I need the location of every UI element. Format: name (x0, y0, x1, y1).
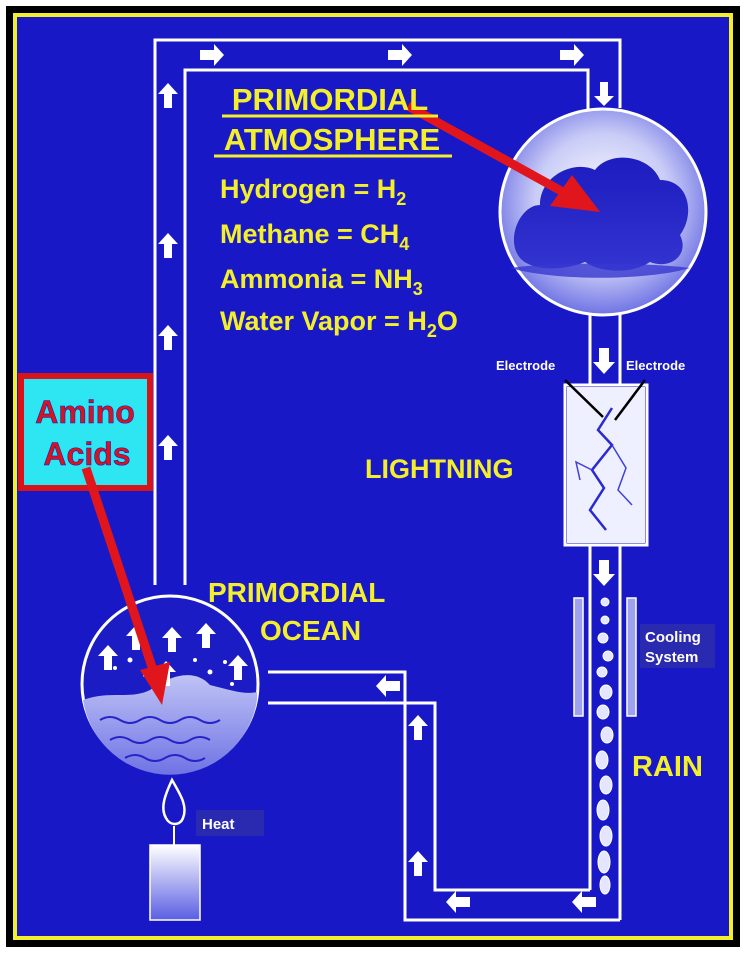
arrow-down-icon (593, 348, 615, 374)
arrow-up-icon (98, 645, 118, 670)
electrode-chamber (563, 383, 649, 547)
red-arrows (81, 102, 600, 705)
candle-body (149, 844, 201, 921)
arrow-up-icon (408, 715, 428, 740)
arrow-up-icon (228, 655, 248, 680)
heat-label-bg (196, 810, 264, 836)
amino-label-line1: Amino (35, 394, 135, 430)
arrow-up-icon (196, 623, 216, 648)
arrow-right-icon (388, 44, 412, 66)
atmosphere-pointer (405, 102, 566, 196)
cooling-jackets (573, 597, 637, 717)
top-tube-outer (153, 38, 622, 585)
arrow-down-icon (593, 560, 615, 586)
arrow-up-icon (158, 435, 178, 460)
atmosphere-title-line2: ATMOSPHERE (224, 122, 440, 157)
gas-water-vapor: Water Vapor = H2O (220, 306, 458, 341)
amino-label-line2: Acids (43, 436, 130, 472)
arrow-down-icon (594, 82, 614, 106)
rain-droplets (595, 597, 614, 895)
ocean-flask (80, 594, 260, 775)
arrow-up-icon (158, 233, 178, 258)
candle (149, 777, 201, 921)
cooling-label-line1: Cooling (645, 629, 701, 646)
electrode-internals (567, 387, 645, 543)
electrode-right-label: Electrode (626, 358, 685, 373)
arrow-left-icon (572, 891, 596, 913)
rain-label: RAIN (632, 751, 703, 783)
atmosphere-title-line1: PRIMORDIAL (232, 82, 428, 117)
heat-label: Heat (202, 816, 235, 833)
top-tube-inner (183, 68, 590, 585)
atmosphere-title: PRIMORDIAL ATMOSPHERE (214, 82, 452, 158)
arrow-left-icon (376, 675, 400, 697)
arrow-left-icon (446, 891, 470, 913)
gas-list: Hydrogen = H2 Methane = CH4 Ammonia = NH… (220, 174, 458, 341)
cooling-label-line2: System (645, 649, 698, 666)
arrow-up-icon (408, 851, 428, 876)
gas-ammonia: Ammonia = NH3 (220, 264, 423, 299)
arrow-right-icon (560, 44, 584, 66)
tubing (153, 38, 649, 922)
ocean-label-line2: OCEAN (260, 615, 361, 646)
electrode-wires (564, 379, 646, 421)
arrowhead-icon (550, 175, 600, 212)
arrowhead-icon (140, 662, 170, 705)
arrow-up-icon (158, 325, 178, 350)
cooling-label-bg (640, 624, 715, 668)
gas-methane: Methane = CH4 (220, 219, 409, 254)
flow-arrows (158, 44, 615, 913)
return-inner (268, 701, 590, 892)
amino-pointer (81, 466, 158, 672)
amino-box (24, 379, 147, 485)
gas-hydrogen: Hydrogen = H2 (220, 174, 406, 209)
arrow-up-icon (158, 83, 178, 108)
lightning-label: LIGHTNING (365, 454, 514, 484)
arrow-right-icon (200, 44, 224, 66)
atmosphere-flask (498, 107, 708, 317)
electrode-left-label: Electrode (496, 358, 555, 373)
return-outer (268, 670, 620, 922)
flame-icon (162, 777, 186, 826)
ocean-label-line1: PRIMORDIAL (208, 577, 385, 608)
arrow-up-icon (162, 627, 182, 652)
